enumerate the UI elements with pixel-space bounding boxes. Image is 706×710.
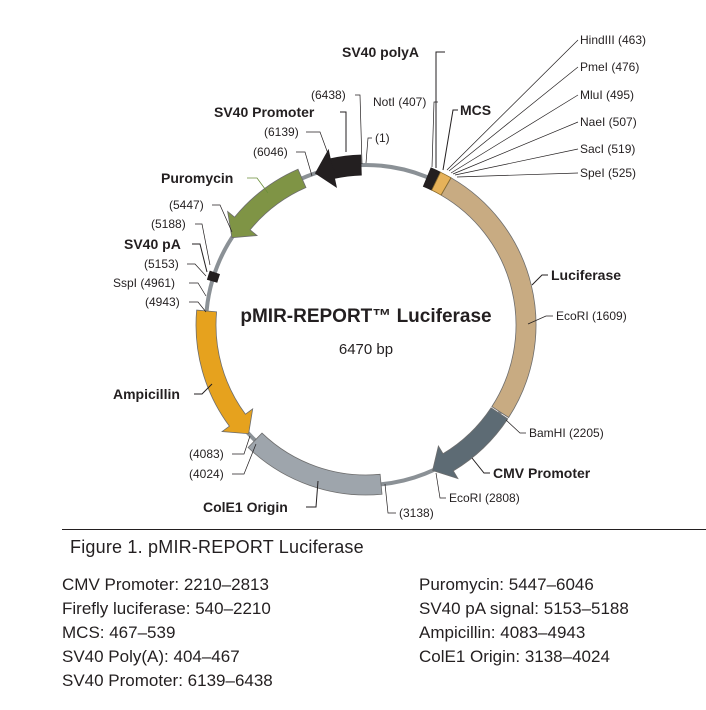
pos-4943: (4943) (145, 295, 180, 309)
label-cole1-origin: ColE1 Origin (203, 499, 288, 515)
legend-item: Ampicillin: 4083–4943 (419, 623, 586, 642)
legend-item: Puromycin: 5447–6046 (419, 575, 594, 594)
sv40-promoter-feature (314, 148, 362, 189)
legend-item: SV40 pA signal: 5153–5188 (419, 599, 629, 618)
site-hindiii: HindIII (463) (580, 33, 646, 47)
pos-6139: (6139) (264, 125, 299, 139)
legend-right-column: Puromycin: 5447–6046 SV40 pA signal: 515… (419, 573, 629, 669)
legend-item: CMV Promoter: 2210–2813 (62, 575, 269, 594)
label-sv40-pa: SV40 pA (124, 236, 181, 252)
site-saci: SacI (519) (580, 142, 635, 156)
pos-4083: (4083) (189, 447, 224, 461)
label-sv40-polya: SV40 polyA (342, 44, 419, 60)
site-spei: SpeI (525) (580, 166, 636, 180)
pos-3138: (3138) (399, 506, 434, 520)
site-mlui: MluI (495) (580, 88, 634, 102)
label-ampicillin: Ampicillin (113, 386, 180, 402)
site-sspi: SspI (4961) (113, 276, 175, 290)
plasmid-size: 6470 bp (339, 341, 393, 358)
site-ecori-1609: EcoRI (1609) (556, 309, 627, 323)
label-sv40-promoter: SV40 Promoter (214, 104, 315, 120)
site-pmei: PmeI (476) (580, 60, 639, 74)
site-naei: NaeI (507) (580, 115, 637, 129)
legend-item: SV40 Poly(A): 404–467 (62, 647, 240, 666)
legend-item: SV40 Promoter: 6139–6438 (62, 671, 273, 690)
pos-5447: (5447) (169, 198, 204, 212)
leader-lines (187, 39, 579, 514)
plasmid-map: pMIR-REPORT™ Luciferase 6470 bp SV40 pol… (113, 33, 646, 520)
ampicillin-feature (195, 309, 254, 435)
pos-4024: (4024) (189, 467, 224, 481)
pos-5153: (5153) (144, 257, 179, 271)
legend-item: MCS: 467–539 (62, 623, 176, 642)
pos-1: (1) (375, 131, 390, 145)
pos-6046: (6046) (253, 145, 288, 159)
sv40-pa-feature (206, 270, 221, 283)
label-luciferase: Luciferase (551, 267, 621, 283)
luciferase-feature (440, 177, 537, 419)
legend-left-column: CMV Promoter: 2210–2813 Firefly lucifera… (62, 573, 273, 693)
pos-6438: (6438) (311, 88, 346, 102)
site-bamhi: BamHI (2205) (529, 426, 604, 440)
site-ecori-2808: EcoRI (2808) (449, 491, 520, 505)
cmv-promoter-feature (432, 407, 509, 480)
plasmid-name: pMIR-REPORT™ Luciferase (240, 306, 491, 327)
pos-5188: (5188) (151, 217, 186, 231)
figure-caption: Figure 1. pMIR-REPORT Luciferase (70, 537, 364, 557)
cole1-origin-feature (247, 432, 383, 496)
site-noti: NotI (407) (373, 95, 426, 109)
label-puromycin: Puromycin (161, 170, 233, 186)
mcs-feature (431, 171, 452, 196)
legend-item: ColE1 Origin: 3138–4024 (419, 647, 610, 666)
caption-divider (62, 529, 706, 530)
legend-item: Firefly luciferase: 540–2210 (62, 599, 271, 618)
label-mcs: MCS (460, 102, 491, 118)
label-cmv-promoter: CMV Promoter (493, 465, 591, 481)
puromycin-feature (227, 168, 307, 239)
